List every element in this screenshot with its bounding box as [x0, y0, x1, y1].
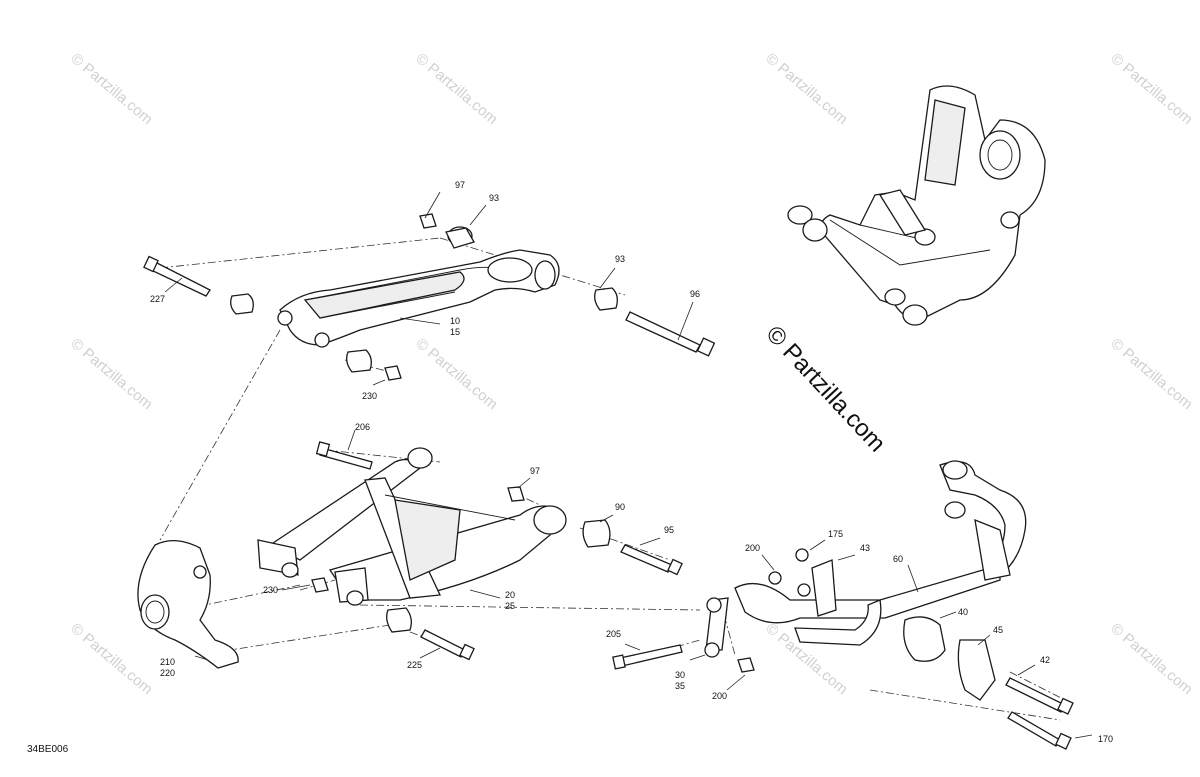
callout-97: 97: [530, 466, 540, 476]
diagram-code: 34BE006: [27, 744, 69, 755]
callout-30: 30: [675, 670, 685, 680]
callout-225: 225: [407, 660, 422, 670]
sway-bar: [612, 460, 1074, 750]
callout-93: 93: [489, 193, 499, 203]
upper-a-arm: [277, 249, 560, 348]
callout-35: 35: [675, 681, 685, 691]
lower-arm-hardware: [311, 441, 683, 661]
leader-lines: [164, 191, 1093, 739]
callout-230: 230: [362, 391, 377, 401]
callout-95: 95: [664, 525, 674, 535]
upper-arm-hardware: [143, 213, 716, 381]
callout-96: 96: [690, 289, 700, 299]
callout-170: 170: [1098, 734, 1113, 744]
watermark: © Partzilla.com: [67, 50, 155, 128]
callout-60: 60: [893, 554, 903, 564]
watermark: © Partzilla.com: [67, 335, 155, 413]
watermark: © Partzilla.com: [1107, 620, 1195, 698]
callout-43: 43: [860, 543, 870, 553]
callout-205: 205: [606, 629, 621, 639]
callout-210: 210: [160, 657, 175, 667]
callout-90: 90: [615, 502, 625, 512]
callout-25: 25: [505, 601, 515, 611]
steering-knuckle: [137, 540, 239, 669]
watermark-main: © Partzilla.com: [761, 321, 891, 458]
callout-200: 200: [745, 543, 760, 553]
callout-20: 20: [505, 590, 515, 600]
callout-220: 220: [160, 668, 175, 678]
callout-230: 230: [263, 585, 278, 595]
callout-227: 227: [150, 294, 165, 304]
watermark: © Partzilla.com: [762, 50, 850, 128]
assembled-view: [787, 85, 1046, 326]
watermark: © Partzilla.com: [1107, 50, 1195, 128]
callout-labels: 97 93 93 227 96 10 15 230 206 97 90 95 2…: [150, 180, 1113, 744]
callout-206: 206: [355, 422, 370, 432]
callout-45: 45: [993, 625, 1003, 635]
watermark: © Partzilla.com: [412, 50, 500, 128]
callout-200: 200: [712, 691, 727, 701]
callout-175: 175: [828, 529, 843, 539]
watermark: © Partzilla.com: [1107, 335, 1195, 413]
callout-42: 42: [1040, 655, 1050, 665]
callout-15: 15: [450, 327, 460, 337]
watermark: © Partzilla.com: [412, 335, 500, 413]
watermark: © Partzilla.com: [67, 620, 155, 698]
lower-a-arm: [257, 447, 567, 606]
callout-97: 97: [455, 180, 465, 190]
callout-40: 40: [958, 607, 968, 617]
callout-93: 93: [615, 254, 625, 264]
callout-10: 10: [450, 316, 460, 326]
